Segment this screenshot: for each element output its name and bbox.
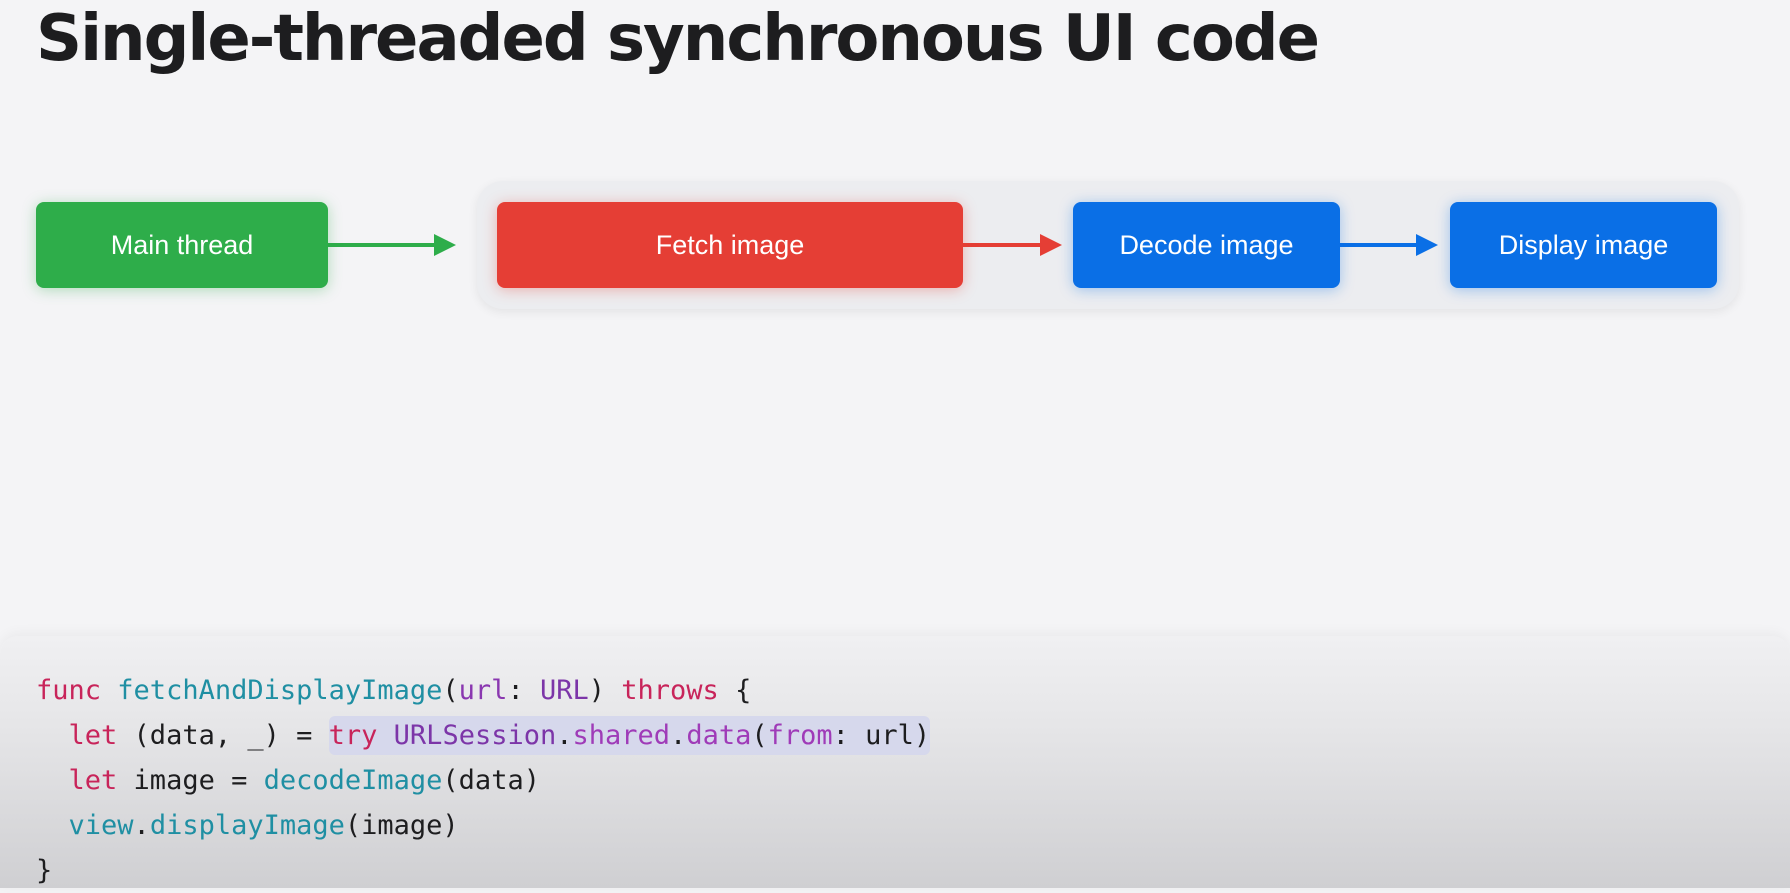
type-url: URL — [539, 675, 589, 706]
keyword-let: let — [68, 765, 118, 796]
keyword-func: func — [36, 675, 102, 706]
arrowhead-decode-to-display — [1416, 234, 1438, 256]
main-thread-box: Main thread — [36, 202, 328, 288]
closing-brace: } — [36, 855, 53, 886]
code-indent — [36, 810, 69, 841]
code-punct: ( — [751, 720, 768, 751]
code-text: : url) — [832, 720, 931, 751]
code-line-3: let image = decodeImage(data) — [36, 758, 930, 803]
code-space — [377, 720, 393, 751]
code-text: (image) — [344, 810, 459, 841]
code-indent — [36, 765, 69, 796]
keyword-try: try — [328, 720, 378, 751]
code-panel — [0, 636, 1790, 888]
code-block: func fetchAndDisplayImage(url: URL) thro… — [36, 668, 931, 893]
fetch-image-box: Fetch image — [497, 202, 963, 288]
function-displayimage: displayImage — [149, 810, 345, 841]
code-line-5: } — [36, 848, 930, 893]
code-punct: : — [507, 675, 540, 706]
highlighted-fetch-call: try URLSession.shared.data(from: url) — [328, 716, 931, 755]
code-text: image = — [117, 765, 264, 796]
display-image-box: Display image — [1450, 202, 1717, 288]
arrowhead-main-to-fetch — [434, 234, 456, 256]
object-view: view — [68, 810, 134, 841]
decode-image-box: Decode image — [1073, 202, 1340, 288]
function-name: fetchAndDisplayImage — [117, 675, 443, 706]
arg-label-from: from — [767, 720, 833, 751]
slide-title: Single-threaded synchronous UI code — [36, 2, 1320, 76]
code-text: (data) — [442, 765, 540, 796]
code-punct: ) — [588, 675, 622, 706]
keyword-let: let — [68, 720, 118, 751]
code-punct: { — [718, 675, 752, 706]
code-dot: . — [556, 720, 573, 751]
function-decodeimage: decodeImage — [263, 765, 443, 796]
member-shared: shared — [572, 720, 671, 751]
code-line-4: view.displayImage(image) — [36, 803, 930, 848]
code-dot: . — [133, 810, 150, 841]
code-indent — [36, 720, 69, 751]
code-punct: ( — [442, 675, 459, 706]
fetch-image-label: Fetch image — [655, 229, 805, 260]
param-url: url — [458, 675, 508, 706]
code-dot: . — [670, 720, 687, 751]
display-image-label: Display image — [1498, 229, 1669, 260]
code-line-1: func fetchAndDisplayImage(url: URL) thro… — [36, 668, 930, 713]
type-urlsession: URLSession — [393, 720, 557, 751]
decode-image-label: Decode image — [1119, 229, 1294, 260]
code-text: (data, _) = — [117, 720, 329, 751]
main-thread-label: Main thread — [110, 229, 254, 260]
member-data: data — [686, 720, 752, 751]
code-line-2: let (data, _) = try URLSession.shared.da… — [36, 713, 931, 758]
keyword-throws: throws — [621, 675, 719, 706]
arrowhead-fetch-to-decode — [1040, 234, 1062, 256]
